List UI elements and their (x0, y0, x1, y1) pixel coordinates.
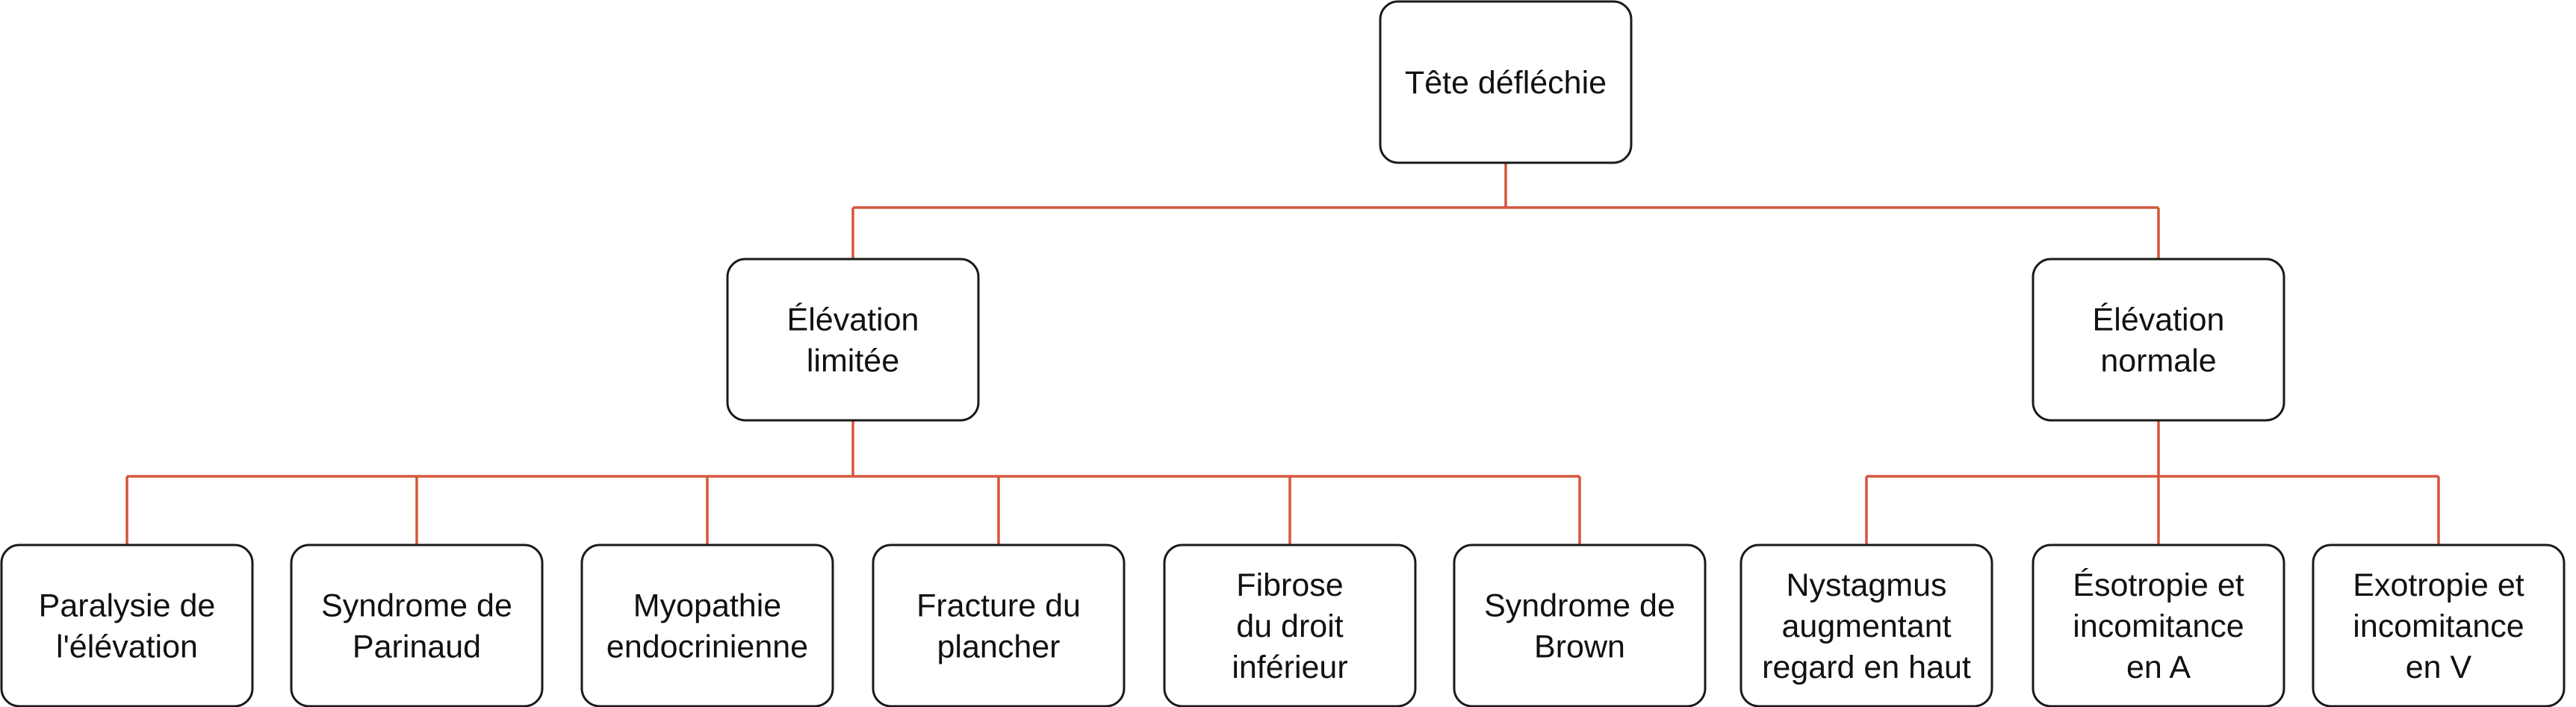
leaf-exotropie-label-line: incomitance (2353, 608, 2524, 644)
branch-normal-label-line: Élévation (2093, 302, 2225, 338)
leaf-exotropie-label-line: en V (2406, 650, 2472, 685)
leaf-parinaud-label-line: Parinaud (353, 629, 481, 665)
leaf-nystagmus-label-line: augmentant (1781, 608, 1951, 644)
root-root-label-line: Tête défléchie (1405, 65, 1607, 101)
leaf-brown-label-line: Syndrome de (1484, 588, 1675, 624)
leaf-esotropie-label-line: Ésotropie et (2073, 567, 2244, 603)
leaf-myopathie-label-line: endocrinienne (606, 629, 808, 665)
leaf-fracture-label-line: plancher (937, 629, 1061, 665)
branch-limited-label-line: limitée (807, 343, 899, 379)
branch-limited-node: Élévation limitée (726, 258, 980, 422)
leaf-myopathie-node: Myopathie endocrinienne (580, 544, 834, 707)
connector-lines (125, 163, 2440, 545)
leaf-myopathie-label-line: Myopathie (633, 588, 781, 624)
leaf-brown-node: Syndrome de Brown (1453, 544, 1707, 707)
branch-normal-label-line: normale (2100, 343, 2216, 379)
leaf-fracture-node: Fracture du plancher (872, 544, 1126, 707)
leaf-nystagmus-label-line: regard en haut (1762, 650, 1971, 685)
leaf-brown-box (1453, 544, 1707, 707)
leaf-parinaud-label-line: Syndrome de (321, 588, 512, 624)
leaf-exotropie-box (2312, 544, 2566, 707)
root-root-box (1379, 0, 1633, 164)
leaf-paralysie-box (0, 544, 254, 707)
leaf-esotropie-box (2032, 544, 2285, 707)
leaf-fibrose-label-line: Fibrose (1236, 567, 1343, 603)
leaf-fracture-box (872, 544, 1126, 707)
branch-normal-box (2032, 258, 2285, 422)
leaf-parinaud-node: Syndrome de Parinaud (290, 544, 544, 707)
leaf-nystagmus-node: Nystagmus augmentant regard en haut (1739, 544, 1993, 707)
leaf-esotropie-node: Ésotropie et incomitance en A (2032, 544, 2285, 707)
leaf-myopathie-box (580, 544, 834, 707)
leaf-brown-label-line: Brown (1534, 629, 1625, 665)
leaf-paralysie-label-line: Paralysie de (39, 588, 216, 624)
leaf-esotropie-label-line: en A (2126, 650, 2191, 685)
branch-normal-node: Élévation normale (2032, 258, 2285, 422)
leaf-fibrose-label-line: du droit (1236, 608, 1343, 644)
leaf-exotropie-node: Exotropie et incomitance en V (2312, 544, 2566, 707)
root-root-node: Tête défléchie (1379, 0, 1633, 164)
leaf-paralysie-label-line: l'élévation (56, 629, 198, 665)
leaf-fibrose-node: Fibrose du droit inférieur (1163, 544, 1417, 707)
leaf-exotropie-label-line: Exotropie et (2353, 567, 2524, 603)
branch-limited-label-line: Élévation (787, 302, 919, 338)
leaf-fibrose-label-line: inférieur (1232, 650, 1347, 685)
leaf-esotropie-label-line: incomitance (2073, 608, 2244, 644)
leaf-fracture-label-line: Fracture du (916, 588, 1081, 624)
leaf-fibrose-box (1163, 544, 1417, 707)
leaf-nystagmus-label-line: Nystagmus (1786, 567, 1946, 603)
leaf-parinaud-box (290, 544, 544, 707)
leaf-nystagmus-box (1739, 544, 1993, 707)
branch-limited-box (726, 258, 980, 422)
leaf-paralysie-node: Paralysie de l'élévation (0, 544, 254, 707)
